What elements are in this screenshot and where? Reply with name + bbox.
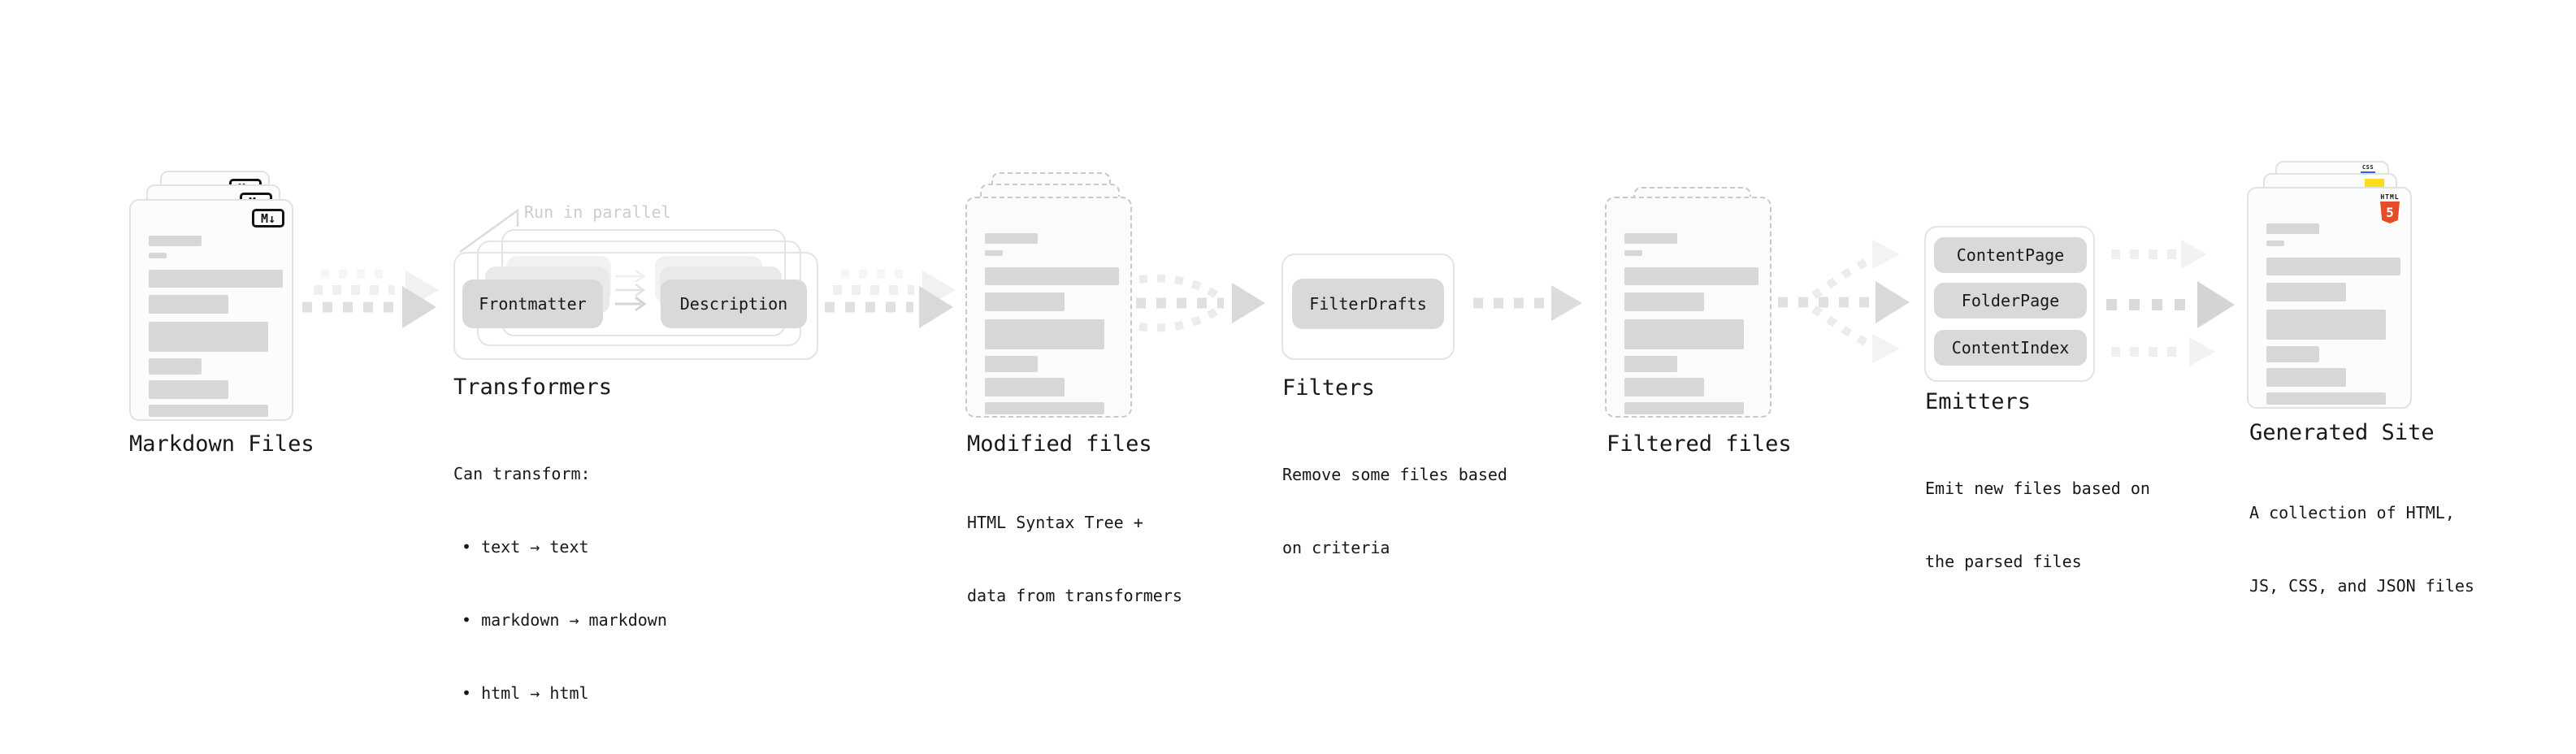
emitter-contentpage-pill: ContentPage bbox=[1934, 237, 2087, 273]
emitters-description: Emit new files based on the parsed files bbox=[1925, 427, 2150, 622]
run-in-parallel-annotation: Run in parallel bbox=[524, 202, 671, 222]
emitter-contentindex-pill: ContentIndex bbox=[1934, 330, 2087, 366]
html5-shield-icon: 5 bbox=[2380, 202, 2400, 223]
markdown-icon-glyph: M↓ bbox=[260, 210, 276, 226]
content-line-placeholder bbox=[2266, 240, 2284, 246]
content-line-placeholder bbox=[985, 250, 1003, 256]
transformers-heading: Can transform: bbox=[453, 464, 591, 483]
markdown-files-label: Markdown Files bbox=[129, 431, 314, 457]
file-content-placeholder bbox=[1624, 233, 1759, 414]
html5-badge-icon: HTML 5 bbox=[2378, 193, 2402, 223]
content-line-placeholder bbox=[985, 267, 1119, 285]
content-line-placeholder bbox=[149, 270, 283, 288]
description-line: HTML Syntax Tree + bbox=[967, 513, 1143, 532]
arrow-emitters-to-generated bbox=[2106, 240, 2235, 366]
content-line-placeholder bbox=[985, 378, 1065, 396]
transformer-box-front bbox=[453, 252, 818, 360]
html5-number: 5 bbox=[2386, 205, 2394, 220]
generated-site-label: Generated Site bbox=[2249, 420, 2435, 445]
file-content-placeholder bbox=[985, 233, 1119, 414]
content-line-placeholder bbox=[149, 295, 228, 314]
content-line-placeholder bbox=[985, 319, 1104, 349]
content-line-placeholder bbox=[149, 380, 228, 399]
description-line: the parsed files bbox=[1925, 552, 2082, 571]
content-line-placeholder bbox=[985, 292, 1065, 311]
markdown-icon: M↓ bbox=[252, 209, 284, 228]
content-line-placeholder bbox=[1624, 319, 1744, 349]
transformers-description: Can transform: • text → text • markdown … bbox=[453, 413, 667, 754]
css-badge-label: CSS bbox=[2361, 164, 2374, 171]
arrow-filters-to-filtered bbox=[1473, 285, 1582, 321]
content-line-placeholder bbox=[1624, 378, 1704, 396]
generated-site-description: A collection of HTML, JS, CSS, and JSON … bbox=[2249, 452, 2474, 647]
content-line-placeholder bbox=[2266, 392, 2386, 405]
filters-title: Filters bbox=[1282, 375, 1375, 401]
content-line-placeholder bbox=[1624, 233, 1677, 244]
emitters-box bbox=[1924, 226, 2095, 382]
content-line-placeholder bbox=[985, 402, 1104, 414]
emitter-folderpage-pill: FolderPage bbox=[1934, 283, 2087, 318]
content-line-placeholder bbox=[1624, 402, 1744, 414]
description-line: A collection of HTML, bbox=[2249, 503, 2455, 522]
transformer-description-pill: Description bbox=[661, 280, 807, 328]
content-line-placeholder bbox=[2266, 258, 2400, 275]
content-line-placeholder bbox=[149, 253, 167, 258]
content-line-placeholder bbox=[1624, 356, 1677, 372]
content-line-placeholder bbox=[1624, 292, 1704, 311]
arrow-transformers-to-modified bbox=[825, 269, 956, 328]
transformer-frontmatter-pill: Frontmatter bbox=[462, 280, 603, 328]
filter-drafts-pill: FilterDrafts bbox=[1292, 279, 1444, 329]
transformers-bullet: • text → text bbox=[462, 537, 589, 557]
description-line: on criteria bbox=[1282, 538, 1390, 557]
filters-description: Remove some files based on criteria bbox=[1282, 414, 1507, 609]
content-line-placeholder bbox=[149, 322, 268, 352]
content-line-placeholder bbox=[2266, 283, 2346, 301]
content-line-placeholder bbox=[1624, 267, 1759, 285]
content-line-placeholder bbox=[985, 356, 1038, 372]
arrow-filtered-to-emitters-fanout bbox=[1778, 240, 1910, 363]
content-line-placeholder bbox=[985, 233, 1038, 244]
js-badge-icon bbox=[2365, 179, 2384, 188]
content-line-placeholder bbox=[1624, 250, 1642, 256]
modified-files-description: HTML Syntax Tree + data from transformer… bbox=[967, 462, 1182, 656]
arrow-markdown-to-transformers bbox=[302, 269, 439, 328]
file-content-placeholder bbox=[149, 236, 283, 417]
description-line: Emit new files based on bbox=[1925, 479, 2150, 498]
pipeline-diagram: M↓ M↓ M↓ Markdown Files Run in parallel … bbox=[129, 161, 2474, 703]
file-content-placeholder bbox=[2266, 223, 2400, 405]
filters-box bbox=[1281, 254, 1455, 360]
filtered-files-label: Filtered files bbox=[1607, 431, 1792, 457]
transformers-bullet: • markdown → markdown bbox=[462, 610, 667, 630]
arrow-modified-to-filters-merge bbox=[1136, 274, 1265, 332]
content-line-placeholder bbox=[149, 405, 268, 417]
description-line: JS, CSS, and JSON files bbox=[2249, 576, 2474, 596]
modified-files-label: Modified files bbox=[967, 431, 1152, 457]
transformers-title: Transformers bbox=[453, 375, 613, 400]
content-line-placeholder bbox=[2266, 346, 2319, 362]
description-line: data from transformers bbox=[967, 586, 1182, 605]
emitters-title: Emitters bbox=[1925, 389, 2032, 414]
markdown-file-card-front: M↓ bbox=[129, 199, 293, 421]
content-line-placeholder bbox=[2266, 223, 2319, 234]
content-line-placeholder bbox=[2266, 368, 2346, 387]
generated-html-file-card: HTML 5 bbox=[2247, 187, 2412, 409]
content-line-placeholder bbox=[2266, 310, 2386, 340]
content-line-placeholder bbox=[149, 236, 202, 246]
html5-badge-label: HTML bbox=[2380, 193, 2400, 201]
content-line-placeholder bbox=[149, 358, 202, 375]
transformers-bullet: • html → html bbox=[462, 683, 589, 703]
modified-file-card-front bbox=[965, 197, 1132, 418]
filtered-file-card-front bbox=[1605, 197, 1772, 418]
description-line: Remove some files based bbox=[1282, 465, 1507, 484]
